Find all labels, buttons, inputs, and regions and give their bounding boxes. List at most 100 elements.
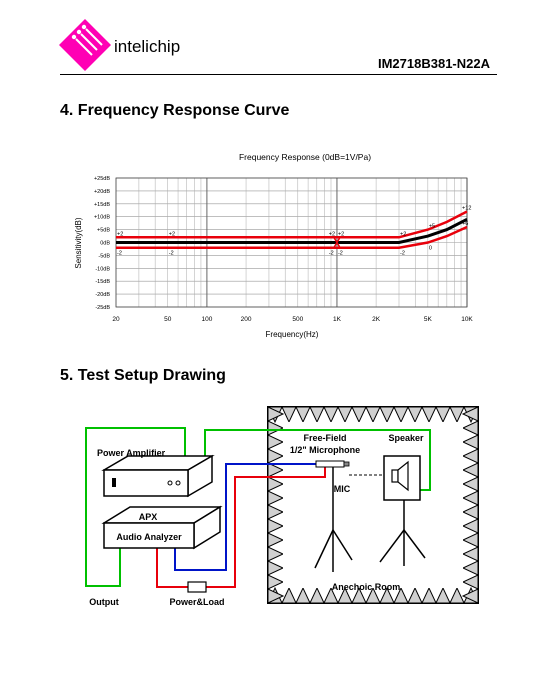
acoustic-wedge (281, 586, 297, 604)
red-wire-load (206, 466, 326, 588)
red-wire-mic (156, 540, 188, 588)
chart-annotation: -2 (117, 251, 122, 257)
x-tick-label: 50 (164, 316, 172, 323)
y-tick-label: +15dB (94, 202, 110, 208)
chart-x-label: Frequency(Hz) (266, 330, 319, 339)
reference-marker-1k (333, 237, 341, 248)
acoustic-wedge (267, 434, 285, 450)
acoustic-wedge (393, 586, 409, 604)
intelichip-logo (59, 19, 111, 71)
acoustic-wedge (267, 560, 285, 576)
chart-grid (115, 177, 468, 308)
x-tick-label: 200 (241, 316, 252, 323)
chart-annotation: +2 (169, 231, 175, 237)
acoustic-wedge (309, 406, 325, 424)
chart-annotation: +6 (462, 221, 468, 227)
section-title-frequency-response: 4. Frequency Response Curve (60, 102, 290, 119)
test-setup-drawing: Power Amplifier APX Audio Analyzer Free-… (85, 406, 479, 607)
header-divider (60, 74, 497, 75)
series-line (116, 217, 468, 244)
acoustic-wedge (461, 490, 479, 506)
acoustic-wedge (267, 588, 285, 604)
acoustic-wedge (337, 586, 353, 604)
acoustic-wedge (461, 476, 479, 492)
acoustic-wedge (461, 448, 479, 464)
mic-label: MIC (334, 484, 351, 494)
microphone-label: 1/2" Microphone (290, 445, 360, 455)
acoustic-wedge (449, 586, 465, 604)
acoustic-wedge (267, 574, 285, 590)
acoustic-wedge (461, 462, 479, 478)
apx-label: APX (139, 512, 158, 522)
mic-tripod (314, 467, 353, 572)
anechoic-room-label: Anechoic Room (332, 582, 401, 592)
acoustic-wedge (379, 586, 395, 604)
acoustic-wedge (421, 406, 437, 424)
series-line (116, 210, 468, 239)
chart-annotation: +5 (429, 224, 435, 230)
green-wire-output (85, 427, 186, 587)
chart-annotations: +2+2+2+2+2+5+12-2-2-2-2-20+6 (117, 206, 471, 257)
acoustic-wedge (461, 434, 479, 450)
chart-annotation: -2 (338, 251, 343, 257)
speaker-label: Speaker (388, 433, 424, 443)
acoustic-wedge (461, 588, 479, 604)
acoustic-wedge (461, 504, 479, 520)
y-tick-label: -15dB (95, 279, 110, 285)
x-tick-label: 100 (201, 316, 212, 323)
acoustic-wedge (267, 504, 285, 520)
chart-y-ticks: +25dB+20dB+15dB+10dB+5dB0dB-5dB-10dB-15d… (94, 176, 110, 311)
acoustic-wedge (309, 586, 325, 604)
section-title-test-setup: 5. Test Setup Drawing (60, 367, 226, 384)
power-amplifier-label: Power Amplifier (97, 448, 166, 458)
y-tick-label: +25dB (94, 176, 110, 182)
frequency-response-chart: Frequency Response (0dB=1V/Pa) +25dB +20d… (74, 152, 473, 339)
chart-annotation: -2 (329, 251, 334, 257)
x-tick-label: 1K (333, 316, 342, 323)
acoustic-wedge (461, 420, 479, 436)
acoustic-wedge (281, 406, 297, 424)
chart-annotation: -2 (169, 251, 174, 257)
acoustic-wedge (435, 586, 451, 604)
y-tick-label: +20dB (94, 189, 110, 195)
chart-annotation: -2 (400, 251, 405, 257)
chart-annotation: +2 (338, 231, 344, 237)
acoustic-wedge (323, 586, 339, 604)
power-amplifier (101, 454, 215, 498)
chart-series (116, 210, 468, 249)
chart-title: Frequency Response (0dB=1V/Pa) (239, 152, 371, 162)
x-tick-label: 20 (112, 316, 120, 323)
acoustic-wedge (267, 490, 285, 506)
y-tick-label: -5dB (98, 253, 110, 259)
acoustic-wedge (461, 560, 479, 576)
x-tick-label: 2K (372, 316, 381, 323)
acoustic-wedge (267, 476, 285, 492)
power-switch-icon (112, 478, 116, 487)
audio-analyzer-label: Audio Analyzer (116, 532, 182, 542)
acoustic-wedge (365, 586, 381, 604)
speaker-icon (383, 455, 421, 501)
y-tick-label: +10dB (94, 215, 110, 221)
x-tick-label: 10K (461, 316, 473, 323)
acoustic-wedge (267, 518, 285, 534)
brand-name: intelichip (114, 37, 181, 56)
microphone-icon (315, 460, 350, 468)
output-label: Output (89, 597, 119, 607)
acoustic-wedge (351, 586, 367, 604)
acoustic-wedge (461, 574, 479, 590)
chart-annotation: +2 (329, 231, 335, 237)
acoustic-wedge (267, 406, 285, 422)
x-tick-label: 5K (424, 316, 433, 323)
y-tick-label: -20dB (95, 292, 110, 298)
chart-annotation: +2 (117, 231, 123, 237)
chart-annotation: +12 (462, 206, 471, 212)
chart-annotation: 0 (429, 246, 432, 252)
acoustic-wedge (461, 546, 479, 562)
chart-annotation: +2 (400, 231, 406, 237)
acoustic-wedge (461, 406, 479, 422)
audio-analyzer (101, 505, 223, 550)
acoustic-wedge (379, 406, 395, 424)
anechoic-room (267, 406, 479, 604)
acoustic-wedge (365, 406, 381, 424)
